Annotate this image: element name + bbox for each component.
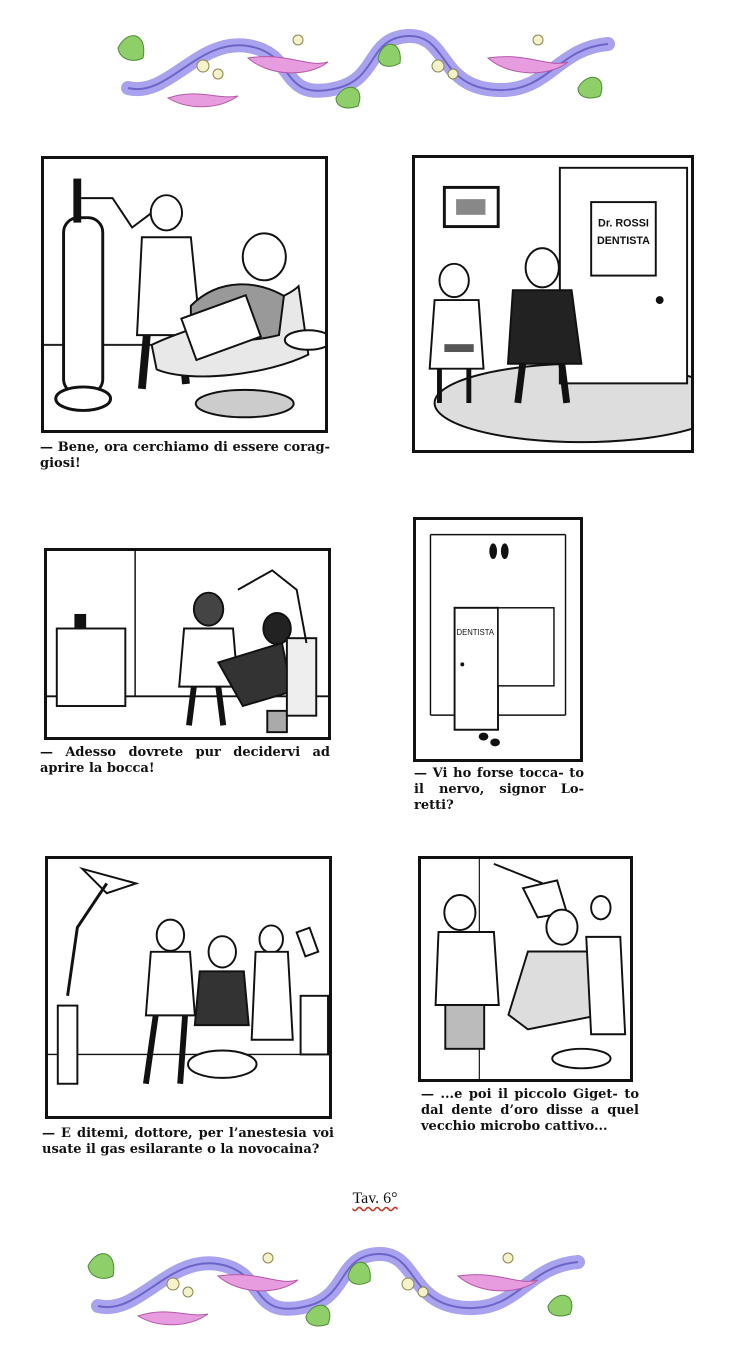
bottom-ornament [78,1236,588,1331]
door-sign-line1: Dr. ROSSI [598,218,649,230]
plate-label: Tav. 6° [352,1190,398,1207]
door-sign-line2: DENTISTA [597,235,650,247]
panel-4-dentist-door-footprints: DENTISTA [413,517,583,762]
panel-6-caption: — ...e poi il piccolo Giget- to dal dent… [421,1087,639,1134]
panel-3-patient-refuses-open-mouth [44,548,331,740]
panel-3-caption: — Adesso dovrete pur decidervi ad aprire… [40,745,330,776]
panel-5-anesthesia-question [45,856,332,1119]
top-ornament [108,18,618,113]
panel-4-caption: — Vi ho forse tocca- to il nervo, signor… [414,766,584,813]
panel-1-dentist-patient-chair [41,156,328,433]
panel-1-caption: — Bene, ora cerchiamo di essere corag- g… [40,440,330,471]
panel-5-caption: — E ditemi, dottore, per l’anestesia voi… [42,1126,334,1157]
panel-2-waiting-room: Dr. ROSSI DENTISTA [412,155,694,453]
door-label: DENTISTA [457,628,495,637]
panel-6-story-for-patient [418,856,633,1082]
